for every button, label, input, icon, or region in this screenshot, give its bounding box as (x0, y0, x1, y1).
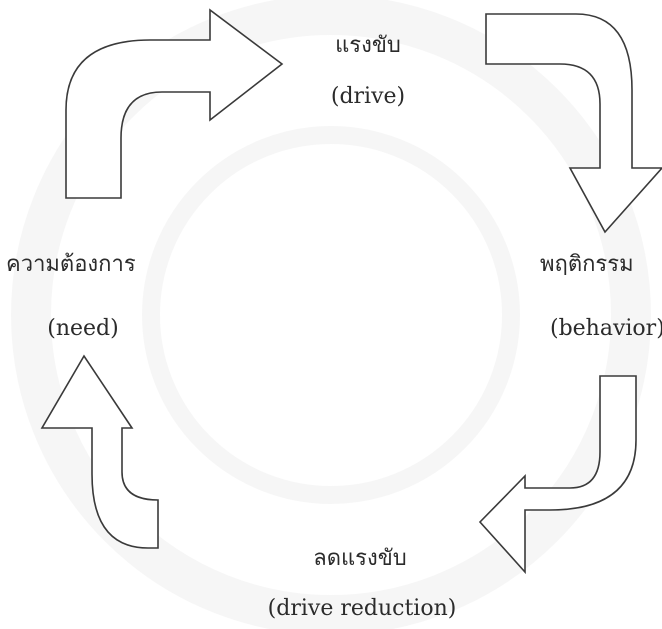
drive-label-english: (drive) (330, 84, 406, 109)
drive-reduction-label-english: (drive reduction) (267, 596, 457, 621)
need-label-thai: ความต้องการ (6, 252, 136, 277)
need-label-english: (need) (47, 316, 119, 341)
drive-reduction-label-thai: ลดแรงขับ (313, 546, 407, 571)
behavior-label-thai: พฤติกรรม (540, 252, 634, 277)
behavior-to-reduction-arrow (478, 375, 637, 575)
drive-to-behavior-arrow (485, 13, 662, 234)
need-to-drive-arrow (65, 8, 284, 199)
drive-label-thai: แรงขับ (335, 33, 401, 58)
reduction-to-need-arrow (40, 354, 159, 549)
behavior-label-english: (behavior) (550, 316, 662, 341)
